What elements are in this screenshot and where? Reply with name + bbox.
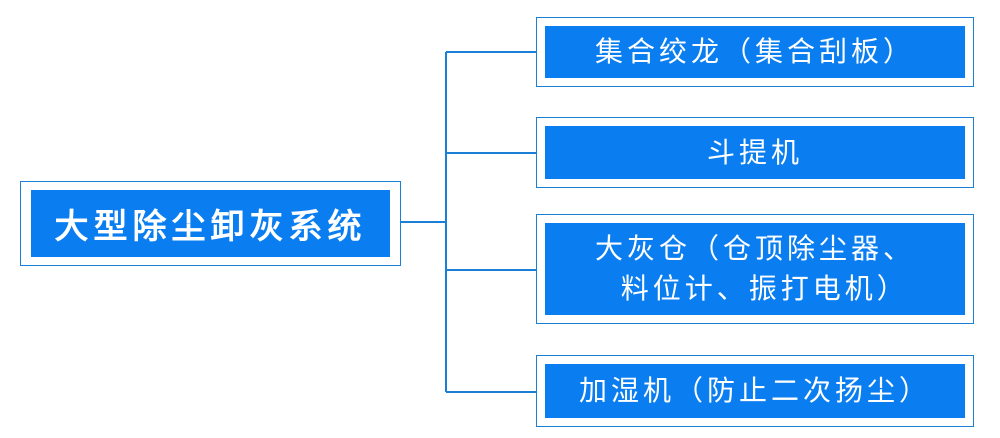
child-node-2: 斗提机 [545,126,965,179]
child-node-label-1: 集合绞龙（集合刮板） [594,35,915,68]
child-node-3: 大灰仓（仓顶除尘器、 料位计、振打电机） [545,223,965,315]
child-node-1: 集合绞龙（集合刮板） [545,26,965,78]
child-node-label-3: 大灰仓（仓顶除尘器、 料位计、振打电机） [594,232,915,305]
root-node: 大型除尘卸灰系统 [31,190,390,257]
child-node-label-2: 斗提机 [706,135,803,169]
root-node-label: 大型除尘卸灰系统 [54,207,367,247]
child-node-4: 加湿机（防止二次扬尘） [545,364,965,418]
child-node-label-4: 加湿机（防止二次扬尘） [578,374,931,407]
